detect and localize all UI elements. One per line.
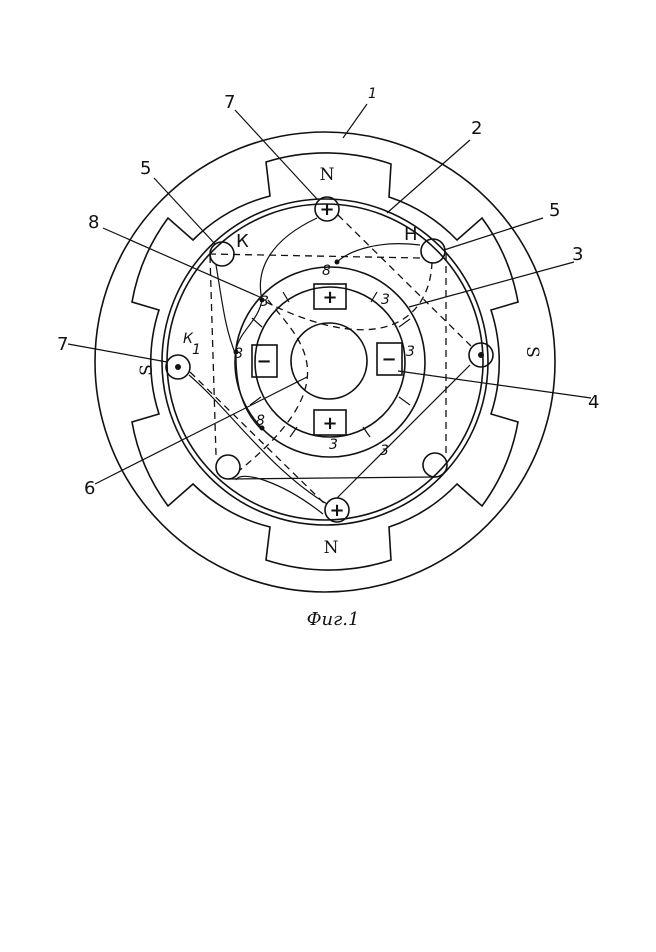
leader-lines <box>67 103 592 485</box>
ref-5-right: 5 <box>549 200 560 221</box>
seg-label: 3 <box>406 344 415 360</box>
pole-top: N <box>320 165 335 185</box>
seg-label: 3 <box>381 292 390 308</box>
ref-4: 4 <box>588 392 599 413</box>
brush-bottom[interactable] <box>313 409 347 436</box>
figure-caption: Фиг.1 <box>307 609 360 630</box>
ref-7-top: 7 <box>224 92 235 113</box>
winding-solid-lines <box>188 217 471 515</box>
junction-dot <box>334 259 340 265</box>
ref-8: 8 <box>88 212 99 233</box>
mark-k-left-sub: 1 <box>192 342 201 358</box>
ref-7-left: 7 <box>57 334 68 355</box>
brush-left[interactable] <box>251 344 278 378</box>
brush-top[interactable] <box>313 283 347 310</box>
conductor-right-terminal[interactable] <box>468 342 494 368</box>
terminal-bottom-sign: + <box>329 500 344 521</box>
rotor-outer-circle <box>161 198 489 526</box>
commutator-outer-ring <box>234 266 426 458</box>
rotor-conductors <box>165 196 494 523</box>
ref-6: 6 <box>84 478 95 499</box>
seg-label: 3 <box>260 294 269 310</box>
mark-h-top: Н <box>404 224 418 245</box>
pole-left: S <box>137 364 157 376</box>
brush-left-sign: − <box>256 351 271 372</box>
commutator-inner-ring <box>254 286 406 438</box>
conductor-left-terminal[interactable] <box>165 354 191 380</box>
seg-label: 8 <box>322 263 331 279</box>
conductor-bottom-right <box>422 452 448 478</box>
seg-label: 8 <box>256 413 265 429</box>
terminal-dot <box>175 364 181 370</box>
ref-2: 2 <box>471 118 482 139</box>
stator-pole-contour <box>131 152 519 571</box>
junction-dot <box>233 349 239 355</box>
pole-right: S <box>522 346 542 358</box>
brush-right-sign: − <box>381 349 396 370</box>
conductor-bottom-left <box>215 454 241 480</box>
mark-k-top: К <box>236 231 249 252</box>
seg-label: 8 <box>234 346 243 362</box>
seg-label: 3 <box>329 437 338 453</box>
terminal-top-sign: + <box>319 199 334 220</box>
pole-bottom: N <box>324 538 339 558</box>
conductor-top-terminal[interactable] <box>314 196 340 222</box>
winding-dashed-lines <box>189 214 472 506</box>
mark-k-left: К <box>183 331 194 347</box>
rotor-inner-circle <box>166 203 484 521</box>
junction-dot <box>259 297 265 303</box>
ref-5-left: 5 <box>140 158 151 179</box>
brush-bottom-sign: + <box>322 413 337 434</box>
ref-1: 1 <box>368 86 377 102</box>
brush-top-sign: + <box>322 287 337 308</box>
ref-3: 3 <box>572 244 583 265</box>
stator-outer-circle <box>94 131 556 593</box>
conductor-h-top <box>420 238 446 264</box>
brush-right[interactable] <box>376 342 403 376</box>
terminal-dot <box>478 352 484 358</box>
shaft-circle <box>290 322 368 400</box>
junction-dot <box>259 425 265 431</box>
